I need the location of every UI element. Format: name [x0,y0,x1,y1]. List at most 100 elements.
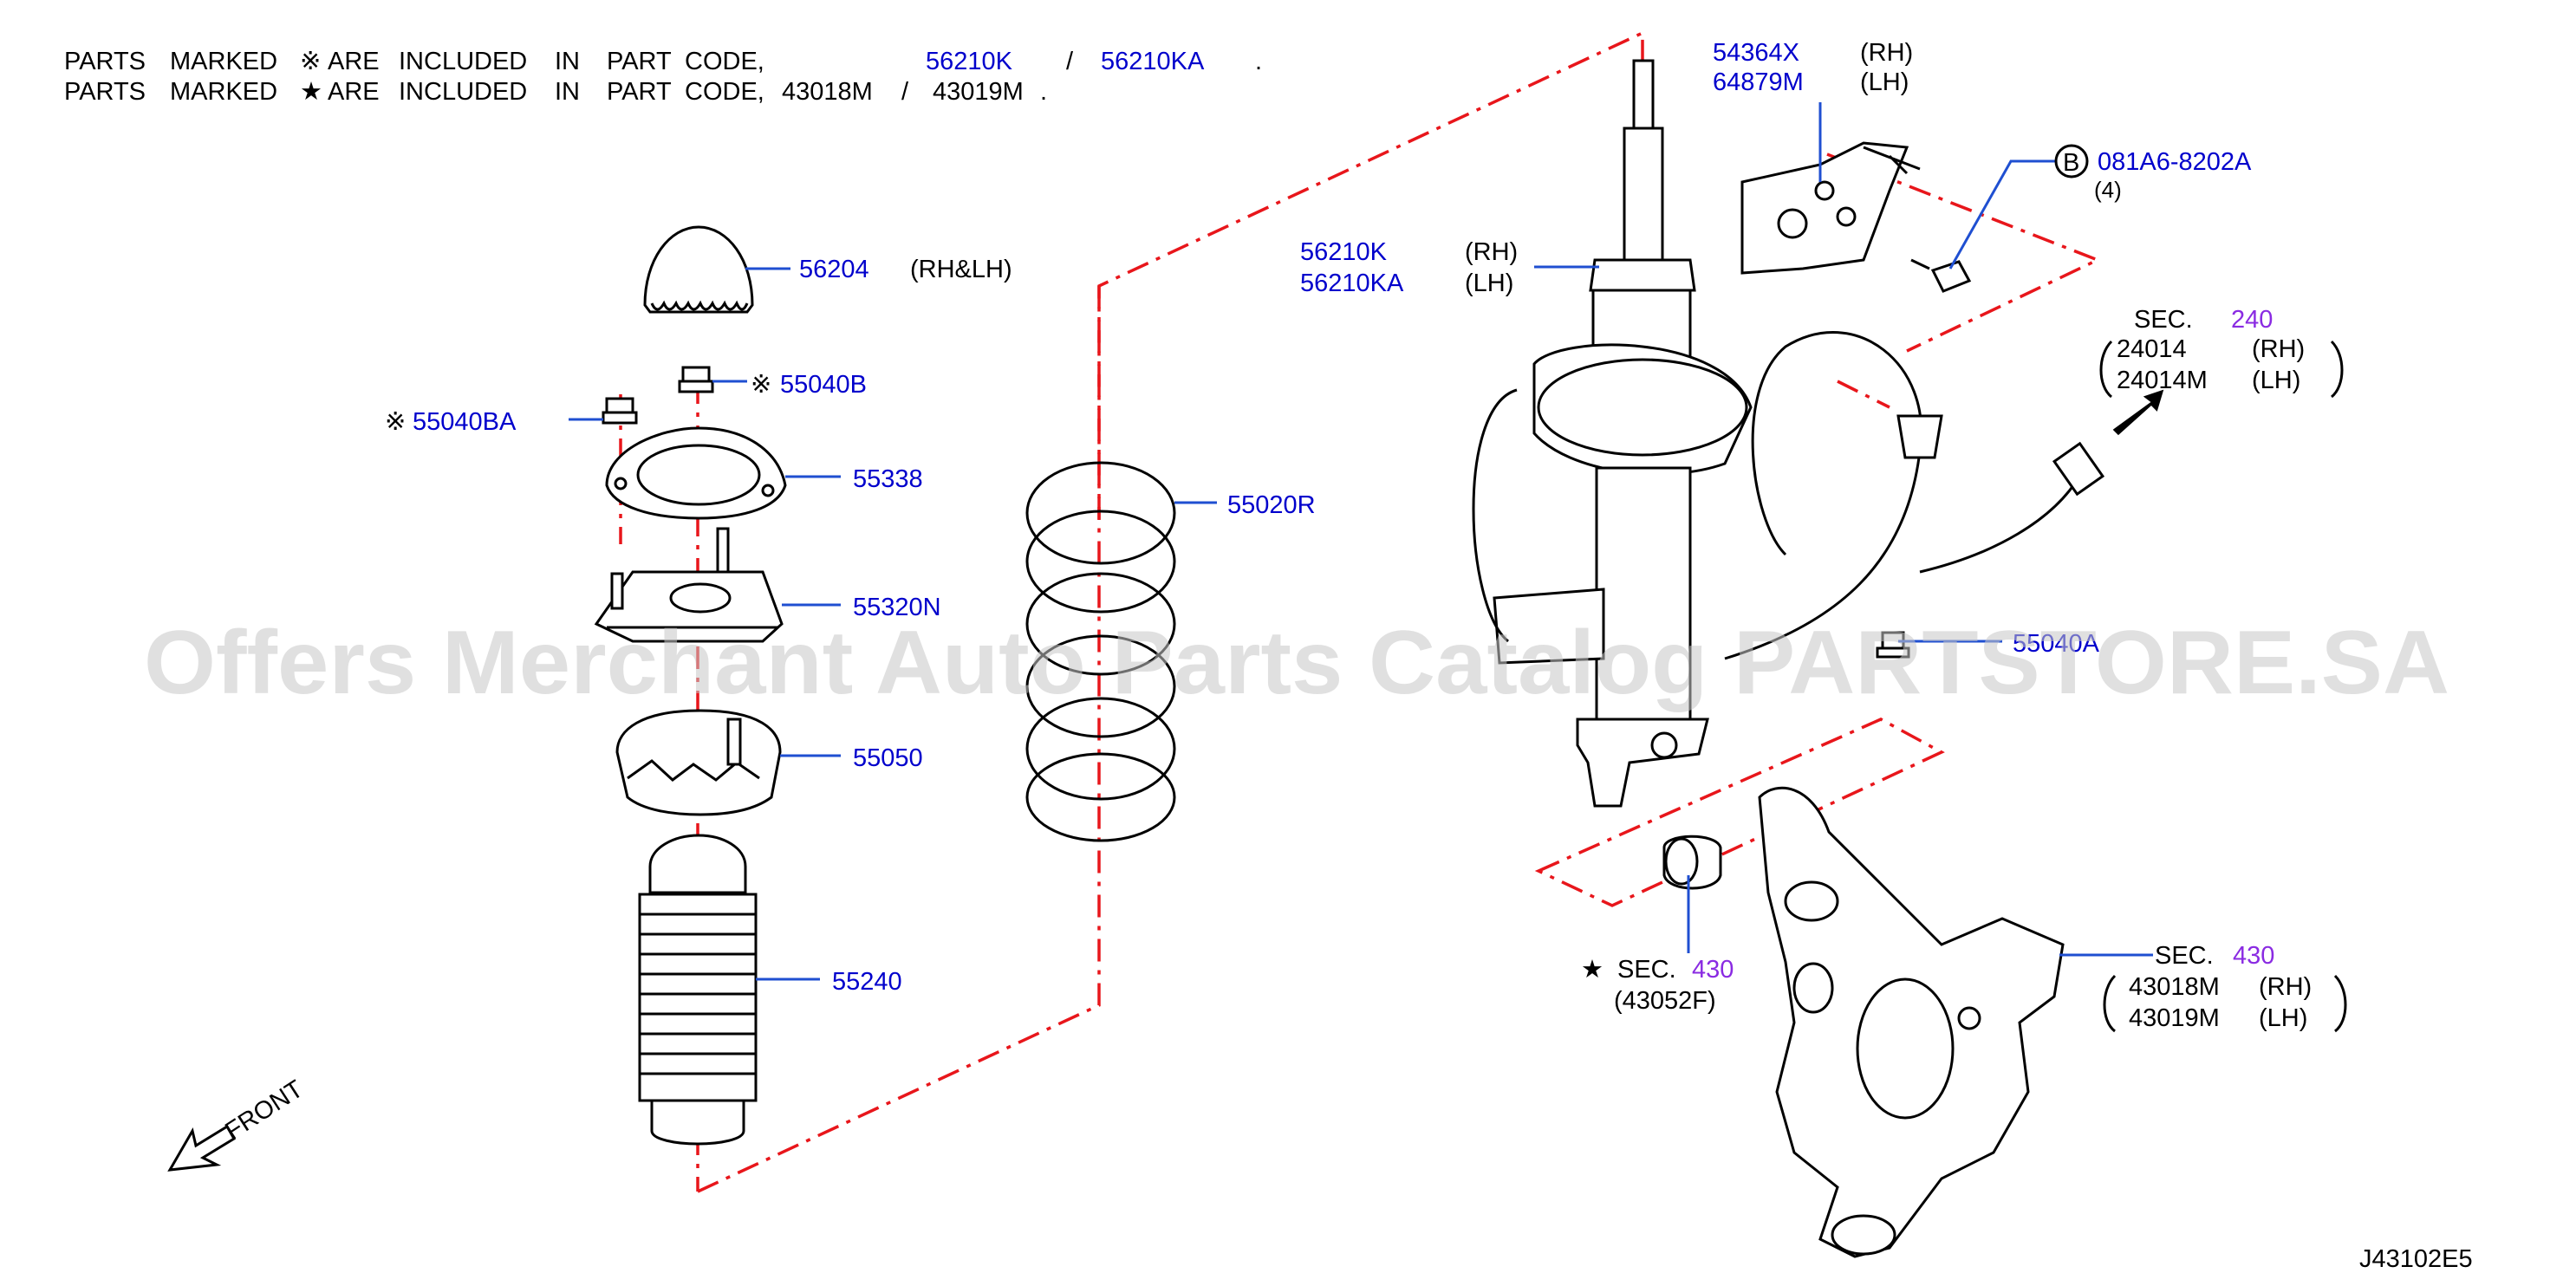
note2-word: MARKED [170,78,277,106]
part-code-55050[interactable]: 55050 [853,744,923,772]
note1-slash: / [1066,48,1074,75]
part-code-24014M: 24014M [2117,367,2208,394]
mount-nut-55040B [678,366,714,393]
sec-number-430[interactable]: 430 [1692,956,1734,984]
note2-word: INCLUDED [399,78,527,106]
sec-prefix: SEC. [2134,306,2193,334]
side-lh: (LH) [2259,1004,2307,1032]
part-code-55040BA[interactable]: 55040BA [413,408,517,436]
side-rh: (RH) [2259,973,2312,1001]
sec-number-430[interactable]: 430 [2233,942,2274,970]
mount-nut-55040BA [602,397,638,425]
part-code-56210K[interactable]: 56210K [1300,238,1388,266]
part-code-55020R[interactable]: 55020R [1227,491,1316,519]
part-code-43018M: 43018M [2129,973,2220,1001]
part-code-55040B[interactable]: 55040B [780,371,867,399]
part-code-24014: 24014 [2117,335,2187,363]
note1-code-b[interactable]: 56210KA [1101,48,1205,75]
mount-insulator-55320N [594,527,784,643]
side-lh: (LH) [1860,68,1909,96]
note-line-2: PARTS MARKED ★ ARE INCLUDED IN PART CODE… [64,78,1047,106]
label-56204: 56204 (RH&LH) [799,256,1012,283]
bracket-left [2099,340,2113,399]
part-code-55240[interactable]: 55240 [832,968,902,996]
label-56210: 56210K (RH) 56210KA (LH) [1300,238,1518,297]
note1-word: INCLUDED [399,48,527,75]
abs-sensor-harness-24014 [1472,330,2105,660]
callout-circle [2054,144,2089,179]
note2-word: ARE [328,78,380,106]
side-rh: (RH) [1860,39,1913,67]
part-code-64879M[interactable]: 64879M [1713,68,1804,96]
strut-mount-cap [643,225,754,314]
direction-arrow-icon [2112,389,2164,436]
label-55040BA: ※ 55040BA [385,408,517,436]
label-55040B: ※ 55040B [751,371,867,399]
part-code-56204[interactable]: 56204 [799,256,869,283]
note2-mark: ★ [300,78,322,106]
note2-word: PART [607,78,672,106]
part-code-43019M: 43019M [2129,1004,2220,1032]
note2-code-a: 43018M [782,78,873,106]
strut-bracket-54364X [1740,141,1921,275]
note2-word: CODE, [685,78,764,106]
note1-end: . [1255,48,1262,75]
steering-knuckle-43018M [1758,786,2065,1258]
part-code-55338[interactable]: 55338 [853,465,923,493]
note2-slash: / [901,78,909,106]
strut-assembly-56210 [1493,59,1753,808]
mark-included: ※ [751,371,771,399]
side-rh: (RH) [1465,238,1518,266]
part-code-56210KA[interactable]: 56210KA [1300,270,1404,297]
note2-code-b: 43019M [933,78,1024,106]
part-code-081A6-8202A[interactable]: 081A6-8202A [2098,148,2252,176]
label-54364X: 54364X (RH) 64879M (LH) [1713,39,1913,96]
side-lh: (LH) [2252,367,2300,394]
star-mark: ★ [1581,956,1603,984]
front-label: FRONT [220,1075,308,1145]
label-sec240: SEC. 240 24014 (RH) 24014M (LH) [2099,306,2344,436]
part-code-54364X[interactable]: 54364X [1713,39,1799,67]
note1-word: MARKED [170,48,277,75]
label-sec430-knuckle: SEC. 430 43018M (RH) 43019M (LH) [2103,942,2347,1033]
note1-word: CODE, [685,48,764,75]
note2-end: . [1040,78,1047,106]
mark-included: ※ [385,408,406,436]
note1-code-a[interactable]: 56210K [926,48,1013,75]
coil-spring-55020R [1025,461,1176,842]
note1-mark: ※ [300,48,321,75]
bracket-right [2333,974,2347,1033]
part-code-55320N[interactable]: 55320N [853,594,941,621]
label-bolt: B 081A6-8202A (4) [2054,144,2252,203]
side-rh-lh: (RH&LH) [910,256,1012,283]
bracket-right [2330,340,2344,399]
quantity: (4) [2094,177,2122,203]
note1-word: PARTS [64,48,146,75]
note-line-1: PARTS MARKED ※ ARE INCLUDED IN PART CODE… [64,48,1262,75]
bracket-bolt-55040A [1876,631,1910,659]
side-lh: (LH) [1465,270,1513,297]
dust-boot-55240 [638,834,758,1146]
part-code-55040A[interactable]: 55040A [2013,630,2100,658]
bracket-left [2103,974,2117,1033]
watermark: Offers Merchant Auto Parts Catalog PARTS… [144,613,2449,713]
bushing-43052F [1662,835,1722,890]
bump-stop-seat-55050 [615,709,782,816]
sec-number-240[interactable]: 240 [2231,306,2273,334]
note1-word: IN [555,48,580,75]
front-direction-arrow: FRONT [167,1075,309,1172]
note1-word: PART [607,48,672,75]
mount-plate-55338 [605,426,787,520]
label-sec430-bushing: ★ SEC. 430 (43052F) [1581,956,1734,1015]
side-rh: (RH) [2252,335,2305,363]
note1-word: ARE [328,48,380,75]
sec-prefix: SEC. [1617,956,1676,984]
note2-word: IN [555,78,580,106]
diagram-code: J43102E5 [2359,1245,2473,1273]
leader-lines [569,102,2153,981]
part-code-43052F: (43052F) [1614,987,1716,1015]
note2-word: PARTS [64,78,146,106]
callout-letter: B [2063,149,2079,177]
bolt-081A6-8202A [1910,258,1972,293]
